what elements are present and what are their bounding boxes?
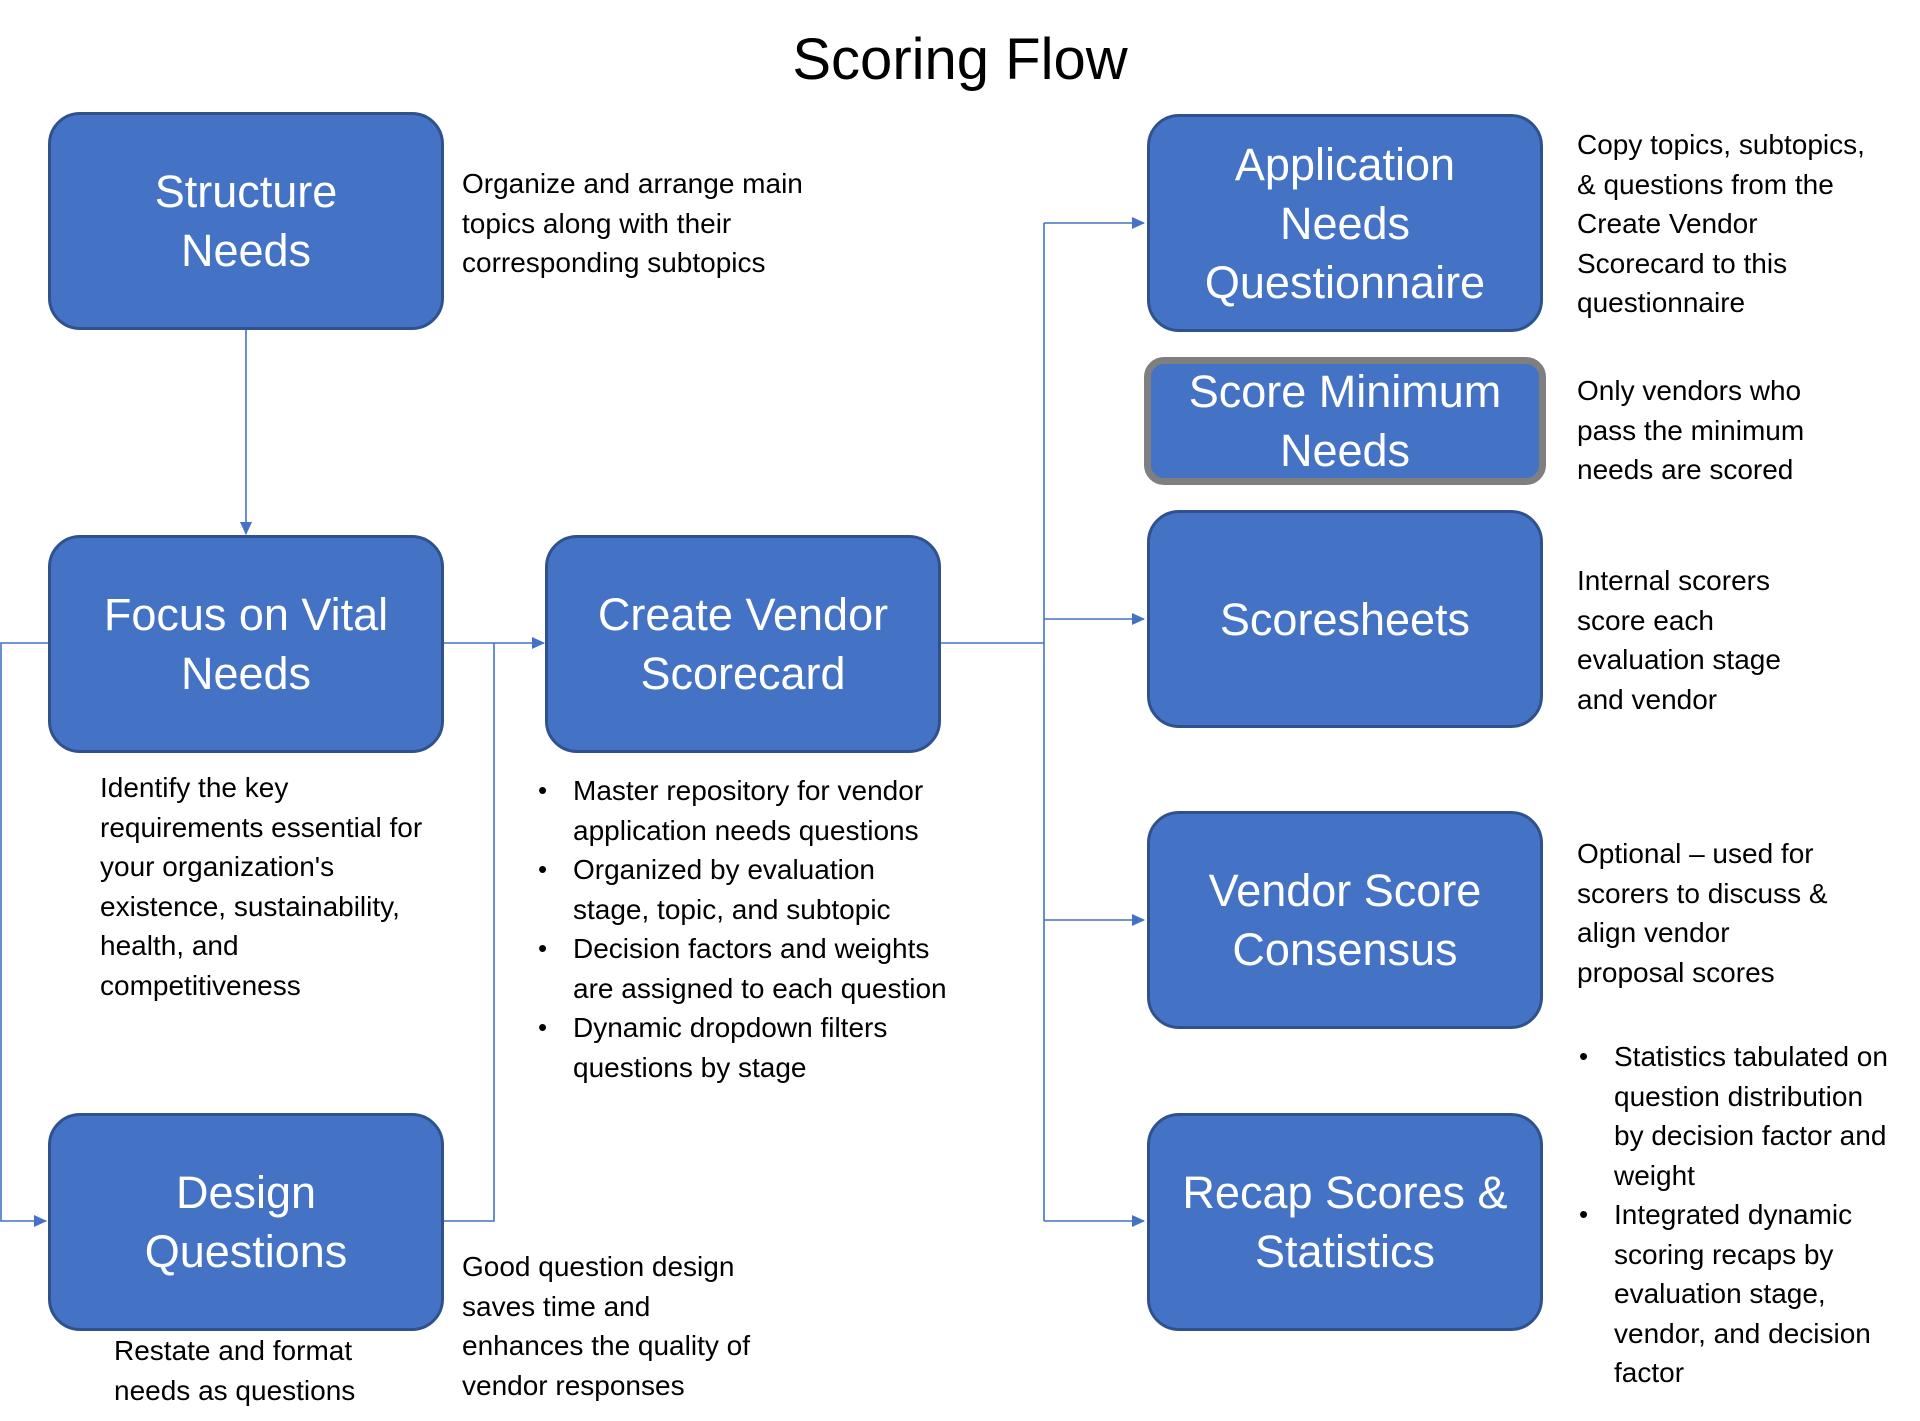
description-line: align vendor — [1577, 917, 1730, 948]
description-line: Restate and format — [114, 1335, 353, 1366]
application-needs-questionnaire-description: Copy topics, subtopics, & questions from… — [1577, 125, 1865, 323]
box-label-line: Scorecard — [640, 648, 846, 699]
scoresheets-description: Internal scorers score each evaluation s… — [1577, 561, 1781, 719]
description-line: existence, sustainability, — [100, 890, 400, 922]
score-minimum-needs-box: Score Minimum Needs — [1144, 357, 1546, 485]
create-vendor-scorecard-bullets: Master repository for vendor application… — [536, 771, 947, 1087]
scoresheets-box: Scoresheets — [1147, 510, 1543, 728]
bullet-line: Organized by evaluation — [573, 854, 875, 885]
bullet-line: evaluation stage, — [1614, 1278, 1826, 1309]
box-label-line: Needs — [1279, 197, 1411, 249]
description-line: pass the minimum — [1577, 414, 1805, 446]
box-label-line: Needs — [1279, 425, 1411, 476]
description-line: Scorecard to this — [1577, 247, 1788, 279]
bullet-item: Decision factors and weights are assigne… — [536, 929, 947, 1008]
description-line: corresponding subtopics — [462, 247, 766, 278]
focus-vital-needs-box: Focus on Vital Needs — [48, 535, 444, 753]
bullet-item: Integrated dynamic scoring recaps by eva… — [1577, 1195, 1888, 1393]
box-label-line: Vendor Score — [1208, 865, 1482, 916]
description-line: Create Vendor — [1577, 208, 1758, 239]
bullet-item: Statistics tabulated on question distrib… — [1577, 1037, 1888, 1195]
description-line: Organize and arrange main — [462, 168, 803, 199]
box-label-line: Application — [1234, 138, 1456, 190]
description-line: and vendor — [1577, 683, 1718, 715]
arrow-design-to-scorecard — [444, 643, 495, 1222]
design-questions-quality-description: Good question design saves time and enha… — [462, 1247, 750, 1405]
box-label-line: Score Minimum — [1188, 366, 1502, 417]
arrow-focus-to-design — [0, 642, 48, 1227]
description-line: requirements essential for — [100, 811, 423, 843]
score-minimum-needs-description: Only vendors who pass the minimum needs … — [1577, 371, 1804, 490]
bullet-item: Master repository for vendor application… — [536, 771, 947, 850]
box-label-line: Create Vendor — [597, 589, 889, 640]
description-line: Copy topics, subtopics, — [1577, 129, 1865, 160]
bullet-line: are assigned to each question — [573, 972, 947, 1004]
description-line: Optional – used for — [1577, 838, 1814, 869]
box-label-line: Questions — [144, 1226, 348, 1277]
recap-scores-statistics-box: Recap Scores & Statistics — [1147, 1113, 1543, 1331]
focus-vital-needs-description: Identify the key requirements essential … — [100, 768, 422, 1005]
description-line: saves time and — [462, 1290, 651, 1322]
bullet-line: Integrated dynamic — [1614, 1199, 1853, 1230]
bullet-line: scoring recaps by — [1614, 1238, 1834, 1270]
box-label-line: Structure — [154, 166, 338, 217]
description-line: Identify the key — [100, 772, 289, 803]
structure-needs-box: Structure Needs — [48, 112, 444, 330]
description-line: proposal scores — [1577, 956, 1775, 988]
bullet-line: weight — [1614, 1159, 1695, 1191]
create-vendor-scorecard-box: Create Vendor Scorecard — [545, 535, 941, 753]
vendor-score-consensus-description: Optional – used for scorers to discuss &… — [1577, 834, 1828, 992]
description-line: score each — [1577, 604, 1714, 636]
description-line: Only vendors who — [1577, 375, 1802, 406]
bullet-line: application needs questions — [573, 814, 919, 846]
bullet-line: questions by stage — [573, 1051, 807, 1083]
application-needs-questionnaire-box: Application Needs Questionnaire — [1147, 114, 1543, 332]
box-label-line: Scoresheets — [1219, 593, 1471, 645]
description-line: enhances the quality of — [462, 1330, 750, 1361]
box-label-line: Statistics — [1254, 1226, 1436, 1277]
description-line: Good question design — [462, 1251, 735, 1282]
description-line: needs as questions — [114, 1374, 356, 1406]
box-label-line: Recap Scores & — [1182, 1167, 1508, 1218]
bullet-line: factor — [1614, 1357, 1685, 1388]
vendor-score-consensus-box: Vendor Score Consensus — [1147, 811, 1543, 1029]
bullet-line: stage, topic, and subtopic — [573, 893, 891, 925]
bullet-line: Dynamic dropdown filters — [573, 1012, 888, 1043]
design-questions-restate-description: Restate and format needs as questions — [114, 1331, 355, 1410]
bullet-line: question distribution — [1614, 1080, 1864, 1112]
description-line: Internal scorers — [1577, 565, 1770, 596]
design-questions-box: Design Questions — [48, 1113, 444, 1331]
box-label-line: Focus on Vital — [103, 589, 389, 640]
description-line: your organization's — [100, 851, 335, 882]
box-label-line: Needs — [180, 648, 312, 699]
recap-scores-statistics-bullets: Statistics tabulated on question distrib… — [1577, 1037, 1888, 1393]
description-line: vendor responses — [462, 1369, 685, 1401]
bullet-item: Dynamic dropdown filters questions by st… — [536, 1008, 947, 1087]
description-line: questionnaire — [1577, 287, 1746, 318]
box-label-line: Design — [175, 1167, 317, 1218]
box-label-line: Needs — [180, 225, 312, 276]
bullet-line: vendor, and decision — [1614, 1317, 1871, 1349]
bullet-line: Decision factors and weights — [573, 933, 930, 964]
description-line: health, and — [100, 930, 239, 961]
bullet-line: Statistics tabulated on — [1614, 1041, 1888, 1072]
page-title: Scoring Flow — [792, 27, 1128, 92]
description-line: evaluation stage — [1577, 644, 1781, 675]
bullet-item: Organized by evaluation stage, topic, an… — [536, 850, 947, 929]
description-line: competitiveness — [100, 969, 301, 1001]
bullet-line: by decision factor and — [1614, 1120, 1887, 1151]
description-line: scorers to discuss & — [1577, 877, 1828, 909]
description-line: & questions from the — [1577, 168, 1834, 200]
description-line: topics along with their — [462, 207, 732, 239]
description-line: needs are scored — [1577, 454, 1794, 485]
bullet-line: Master repository for vendor — [573, 775, 924, 806]
structure-needs-description: Organize and arrange main topics along w… — [462, 164, 803, 283]
box-label-line: Questionnaire — [1204, 256, 1486, 308]
box-label-line: Consensus — [1232, 924, 1458, 975]
